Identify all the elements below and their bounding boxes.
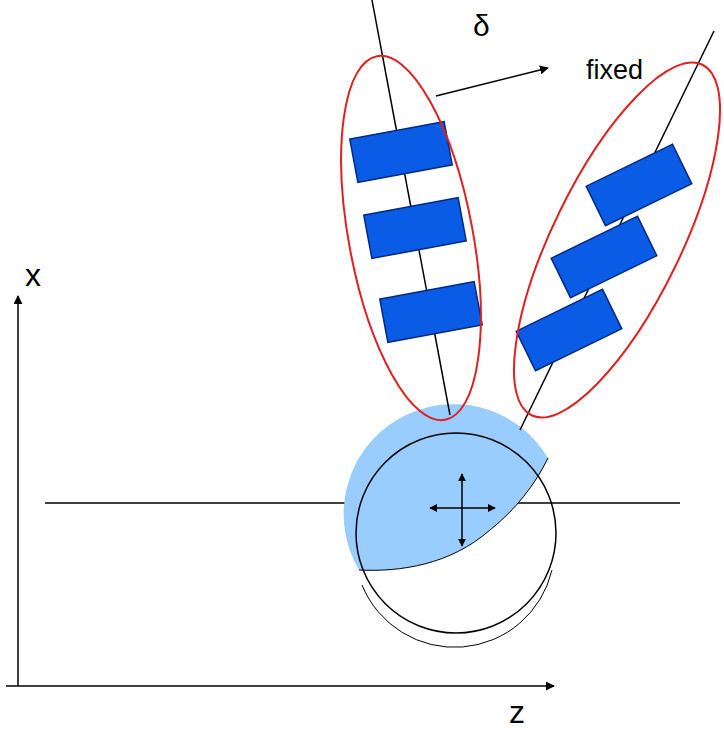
move-arrow <box>430 507 462 509</box>
x-axis <box>17 296 19 686</box>
move-arrow <box>461 474 463 508</box>
shift-label: δ <box>470 10 493 42</box>
move-arrow <box>461 508 463 546</box>
z-axis <box>6 685 554 687</box>
magnet-block <box>364 198 466 259</box>
magnet-block <box>586 144 692 226</box>
axis-label: z <box>506 695 528 729</box>
fixed-label: fixed <box>583 56 646 85</box>
magnet-block <box>516 289 622 371</box>
magnet-group <box>516 144 692 371</box>
magnet-block <box>551 216 657 298</box>
magnet-block <box>350 122 452 183</box>
sphere-boundary <box>359 458 548 570</box>
axis-label: x <box>22 258 44 292</box>
arm-line <box>520 31 714 430</box>
magnet-group <box>350 122 482 343</box>
magnet-block <box>380 282 482 343</box>
sphere-offset <box>362 570 552 647</box>
move-arrow <box>462 507 495 509</box>
sphere-fill <box>344 404 548 570</box>
sphere <box>356 433 556 633</box>
group-outline <box>474 37 724 444</box>
group-outline <box>316 45 506 431</box>
shift-arrow <box>436 68 548 96</box>
